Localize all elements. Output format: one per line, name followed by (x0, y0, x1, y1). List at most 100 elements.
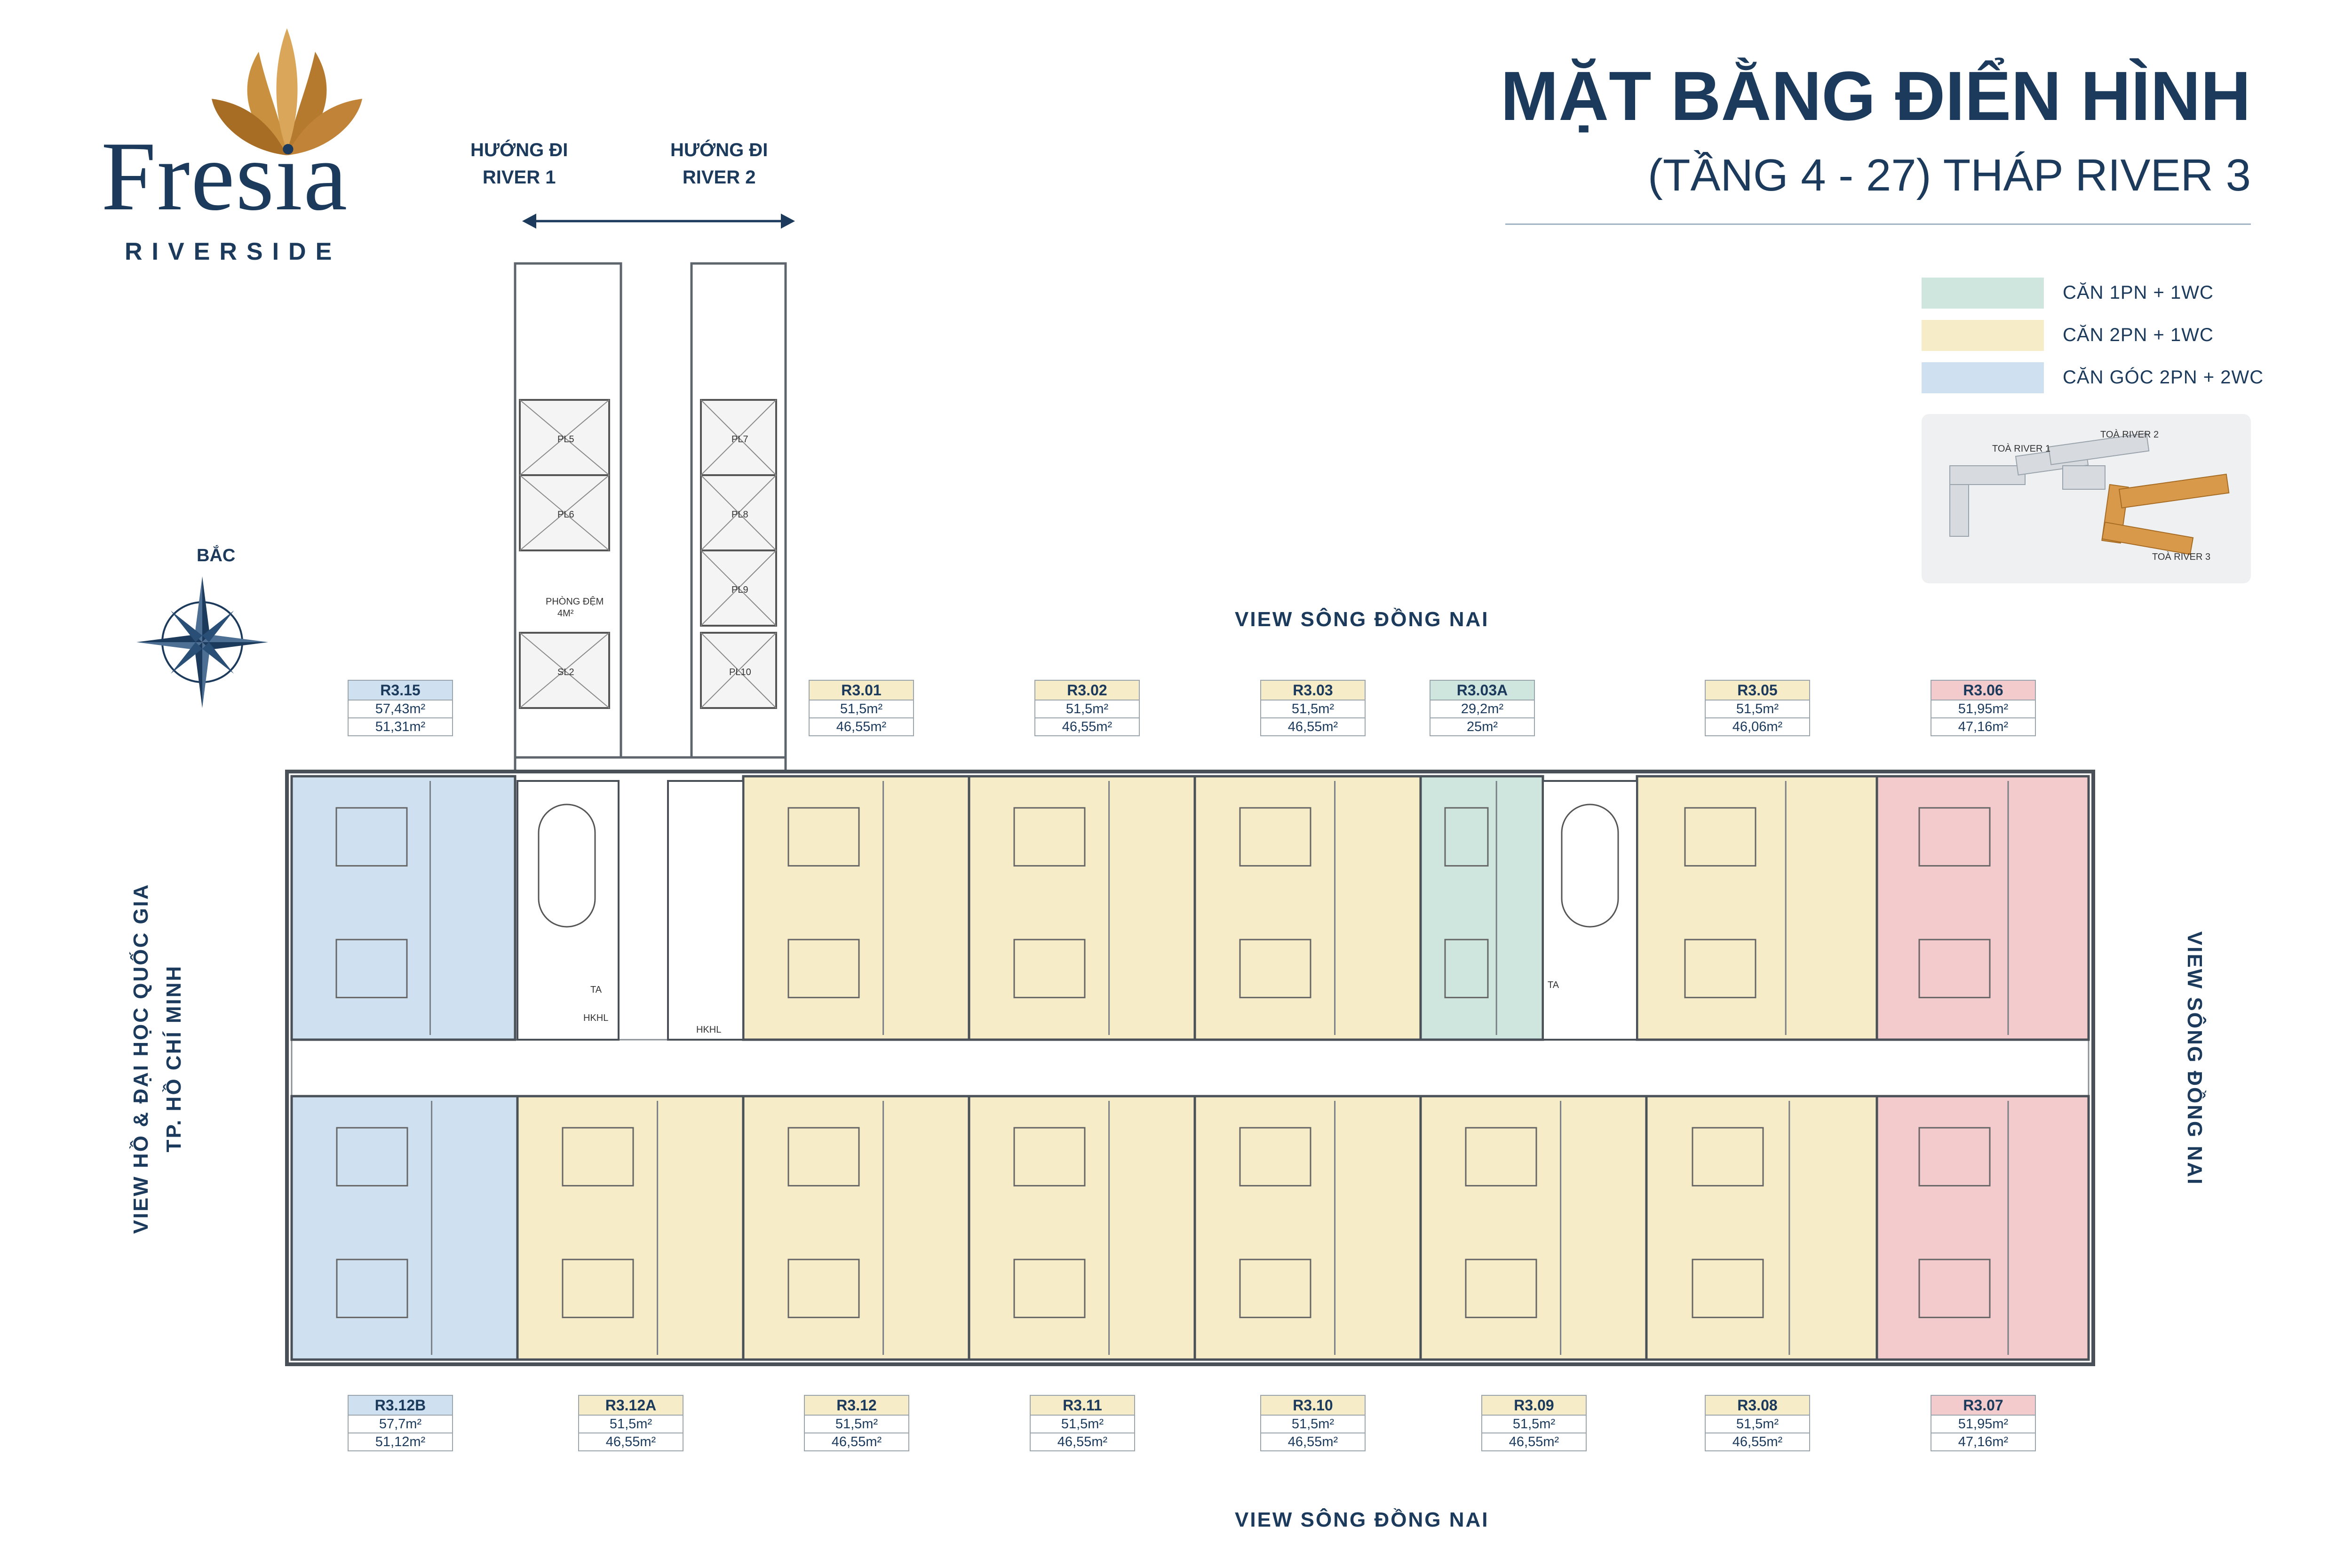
unit-area-gross: 51,5m² (805, 1416, 908, 1433)
unit-area-net: 46,55m² (836, 719, 887, 734)
bed-icon (335, 807, 408, 867)
lobby-label: PHÒNG ĐỆM (546, 596, 604, 607)
unit-code: R3.09 (1482, 1396, 1586, 1416)
bed-icon (1013, 939, 1086, 998)
bed-icon (1239, 807, 1311, 867)
unit-code: R3.08 (1706, 1396, 1809, 1416)
unit-area-net: 46,06m² (1732, 719, 1783, 734)
bed-icon (1684, 939, 1756, 998)
unit-code: R3.10 (1261, 1396, 1365, 1416)
unit-area-net: 47,16m² (1958, 719, 2009, 734)
top-unit-r3-03 (1193, 775, 1422, 1041)
unit-area-gross: 51,5m² (1035, 700, 1139, 718)
unit-area-net: 46,55m² (1287, 719, 1338, 734)
legend-item: CĂN 1PN + 1WC (1922, 278, 2298, 320)
key-map: TOÀ RIVER 1 TOÀ RIVER 2 TOÀ RIVER 3 (1922, 414, 2251, 583)
unit-area-gross: 51,5m² (810, 700, 913, 718)
bed-icon (562, 1127, 634, 1186)
bottom-unit-r3-07 (1875, 1095, 2090, 1361)
bed-icon (336, 1127, 408, 1186)
stair-icons (538, 804, 1619, 928)
unit-area-net: 51,31m² (375, 719, 426, 734)
key-map-label: TOÀ RIVER 1 (1992, 443, 2050, 454)
bed-icon (1444, 807, 1489, 867)
lift-label: PL5 (557, 434, 574, 445)
bed-icon (1918, 807, 1991, 867)
key-map-drawing: TOÀ RIVER 1 TOÀ RIVER 2 TOÀ RIVER 3 (1949, 429, 2230, 562)
compass-label: BẮC (197, 546, 236, 565)
unit-area-net: 25m² (1466, 719, 1498, 734)
lift-label: PL6 (557, 509, 574, 520)
unit-area-net: 47,16m² (1958, 1434, 2009, 1449)
logo-subtitle: RIVERSIDE (125, 238, 342, 265)
unit-code: R3.03 (1261, 681, 1365, 700)
bed-icon (1239, 1258, 1311, 1318)
bottom-unit-r3-10 (1193, 1095, 1422, 1361)
compass-icon (136, 576, 268, 708)
legend: CĂN 1PN + 1WC CĂN 2PN + 1WC CĂN GÓC 2PN … (1922, 278, 2298, 405)
hkhl-label: HKHL (583, 1013, 608, 1023)
legend-swatch-corner (1922, 362, 2044, 393)
unit-code: R3.01 (810, 681, 913, 700)
bottom-units (290, 1095, 2090, 1361)
legend-label: CĂN GÓC 2PN + 2WC (2063, 367, 2264, 388)
page-subtitle: (TẦNG 4 - 27) THÁP RIVER 3 (1647, 150, 2251, 200)
unit-code: R3.06 (1931, 681, 2035, 700)
legend-item: CĂN 2PN + 1WC (1922, 320, 2298, 362)
unit-area-net: 51,12m² (375, 1434, 426, 1449)
bed-icon (787, 939, 860, 998)
unit-area-net: 46,55m² (1287, 1434, 1338, 1449)
bed-icon (1465, 1127, 1537, 1186)
bed-icon (787, 1258, 860, 1318)
bottom-unit-r3-12 (742, 1095, 970, 1361)
unit-area-gross: 51,95m² (1931, 700, 2035, 718)
unit-code: R3.12B (349, 1396, 452, 1416)
unit-area-net: 46,55m² (1057, 1434, 1108, 1449)
bed-icon (1918, 939, 1991, 998)
bottom-unit-r3-11 (968, 1095, 1196, 1361)
unit-area-gross: 51,5m² (1261, 1416, 1365, 1433)
bed-icon (335, 939, 408, 998)
unit-area-net: 46,55m² (1509, 1434, 1559, 1449)
top-unit-r3-01 (742, 775, 970, 1041)
unit-code: R3.12A (579, 1396, 683, 1416)
title-divider (1505, 223, 2251, 225)
top-unit-r3-15 (290, 775, 516, 1041)
top-unit-r3-05 (1636, 775, 1878, 1041)
logo-wordmark: Fresia (101, 122, 349, 231)
top-unit-r3-06 (1875, 775, 2090, 1041)
unit-area-gross: 51,5m² (1482, 1416, 1586, 1433)
bed-icon (1465, 1258, 1537, 1318)
direction-river2-line1: HƯỚNG ĐI (670, 140, 768, 160)
bed-icon (1692, 1127, 1764, 1186)
unit-code: R3.12 (805, 1396, 908, 1416)
unit-area-gross: 57,7m² (349, 1416, 452, 1433)
unit-area-net: 46,55m² (1732, 1434, 1783, 1449)
legend-label: CĂN 2PN + 1WC (2063, 325, 2214, 345)
unit-code: R3.15 (349, 681, 452, 700)
unit-area-net: 46,55m² (605, 1434, 656, 1449)
lift-label: PL8 (731, 509, 748, 520)
legend-label: CĂN 1PN + 1WC (2063, 282, 2214, 303)
bed-icon (1239, 1127, 1311, 1186)
unit-code: R3.11 (1031, 1396, 1134, 1416)
unit-area-gross: 51,5m² (579, 1416, 683, 1433)
unit-code: R3.07 (1931, 1396, 2035, 1416)
top-units (290, 775, 2090, 1041)
unit-code: R3.03A (1430, 681, 1534, 700)
stair-cores (516, 780, 1638, 1041)
top-unit-r3-02 (968, 775, 1196, 1041)
lift-label: PL10 (729, 667, 751, 677)
logo-flower-icon (212, 28, 362, 155)
bed-icon (787, 1127, 860, 1186)
unit-area-gross: 51,5m² (1706, 1416, 1809, 1433)
service-lift-label: SL2 (557, 667, 574, 677)
